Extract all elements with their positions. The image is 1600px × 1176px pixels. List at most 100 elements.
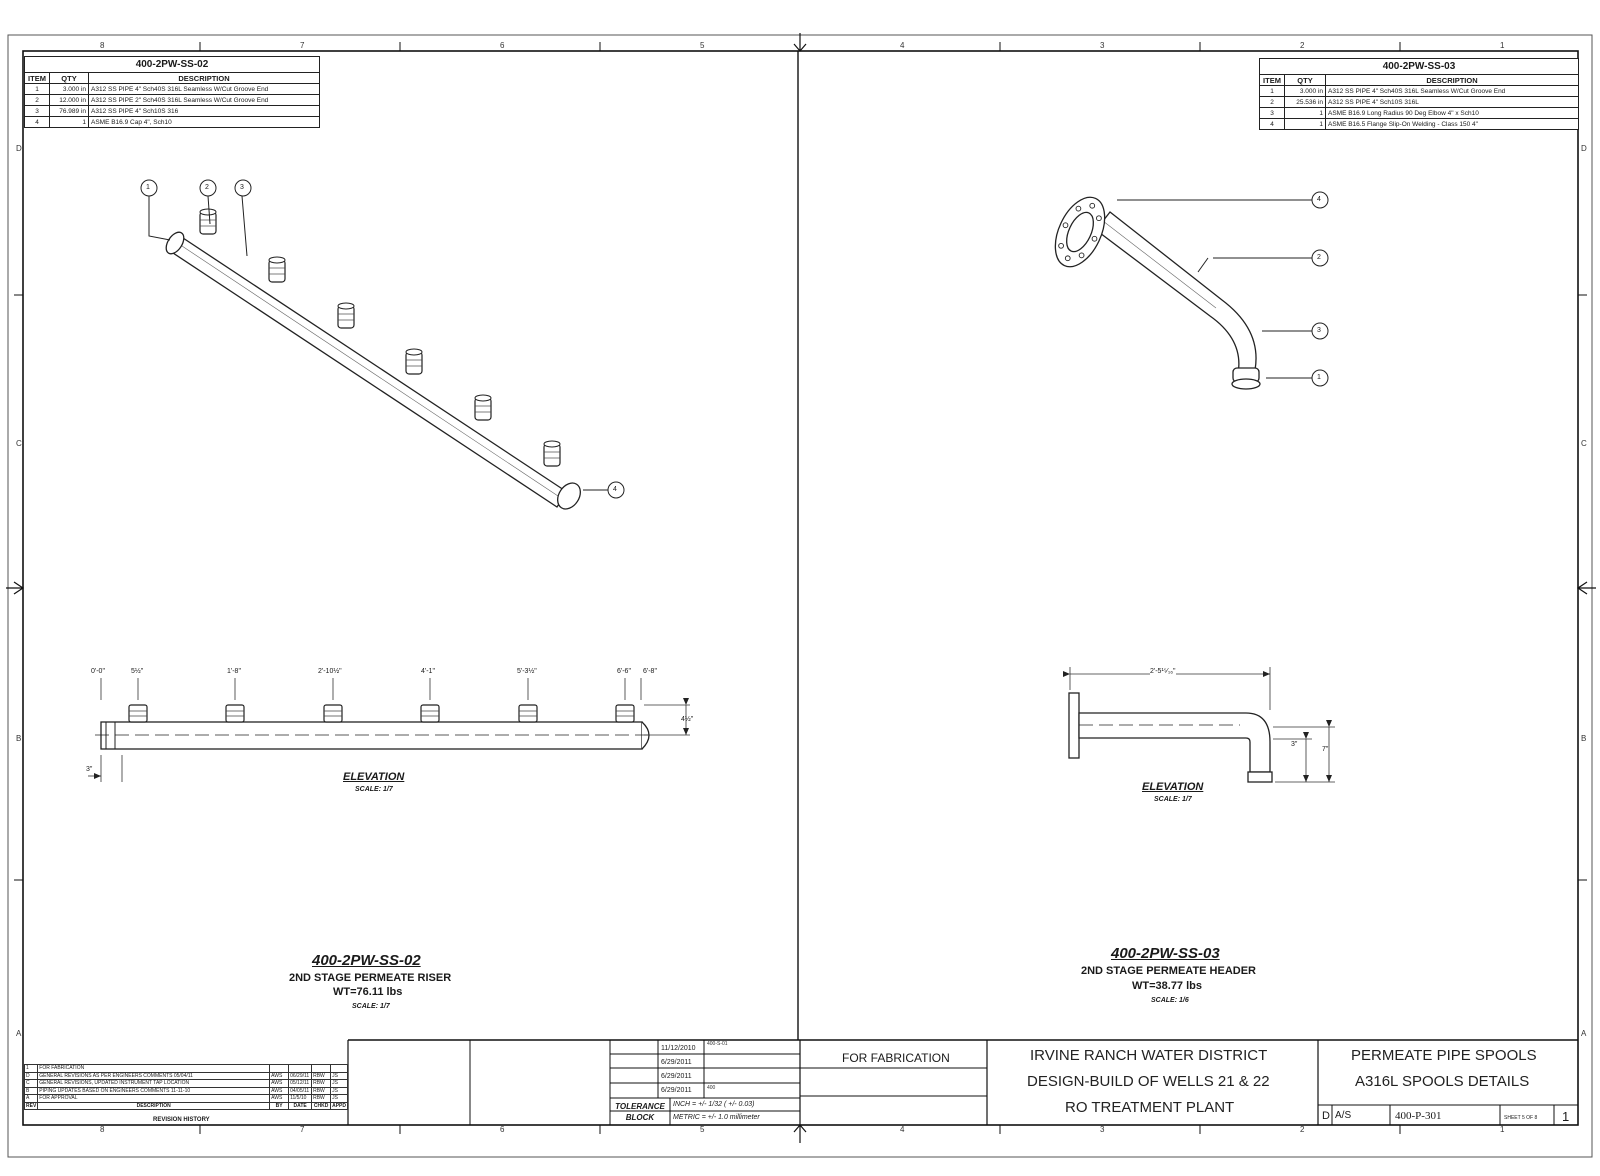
zone-label: 4 xyxy=(900,41,905,50)
zone-label: 7 xyxy=(300,1125,305,1134)
bom-header-qty: QTY xyxy=(49,72,89,84)
elevation-title-left: ELEVATION xyxy=(343,771,405,783)
elevation-scale-right: SCALE: 1/7 xyxy=(1154,796,1192,803)
elevation-header xyxy=(1068,692,1273,783)
sheet-size: D xyxy=(1322,1110,1330,1122)
elevation-dim-label: 1'-8" xyxy=(227,668,241,675)
zone-label: 6 xyxy=(500,1125,505,1134)
rev-appd: JS xyxy=(330,1079,348,1088)
bom-header-description: DESCRIPTION xyxy=(88,72,320,84)
rev-id: 1 xyxy=(23,1064,39,1073)
zone-label: 7 xyxy=(300,41,305,50)
item-balloon xyxy=(140,179,158,197)
rev-date: 11/5/10 xyxy=(288,1094,313,1103)
balloon-number: 1 xyxy=(1317,374,1321,381)
bom-description: A312 SS PIPE 4" Sch10S 316L xyxy=(1325,96,1579,108)
bom-item: 1 xyxy=(24,83,50,95)
bom-description: ASME B16.9 Cap 4", Sch10 xyxy=(88,116,320,128)
project-line-1: IRVINE RANCH WATER DISTRICT xyxy=(1030,1047,1268,1064)
isometric-header xyxy=(1054,196,1261,390)
revision-history-caption: REVISION HISTORY xyxy=(153,1117,210,1123)
balloon-number: 2 xyxy=(1317,254,1321,261)
bom-qty: 1 xyxy=(1284,118,1326,130)
rev-date xyxy=(288,1064,313,1073)
bom-header-item: ITEM xyxy=(1259,74,1285,86)
bom-header-qty: QTY xyxy=(1284,74,1326,86)
tolerance-inch: INCH = +/- 1/32 ( +/- 0.03) xyxy=(673,1101,755,1108)
item-balloon xyxy=(607,481,625,499)
bom-header-item: ITEM xyxy=(24,72,50,84)
dim-b-label: 7" xyxy=(1322,746,1329,753)
bom-description: ASME B16.5 Flange Slip-On Welding - Clas… xyxy=(1325,118,1579,130)
bom-item: 1 xyxy=(1259,85,1285,97)
rev-header-cell: DESCRIPTION xyxy=(37,1101,271,1110)
sheet-count: SHEET 5 OF 8 xyxy=(1504,1115,1538,1121)
elevation-dim-label: 6'-8" xyxy=(643,668,657,675)
bom-item: 4 xyxy=(24,116,50,128)
item-balloon xyxy=(234,179,252,197)
rev-header-cell: REV xyxy=(23,1101,39,1110)
isometric-riser xyxy=(165,208,581,510)
bom-item: 2 xyxy=(24,94,50,106)
bom-title: 400-2PW-SS-03 xyxy=(1259,58,1579,75)
zone-label: 5 xyxy=(700,41,705,50)
zone-label: B xyxy=(1581,734,1587,743)
item-balloon xyxy=(1311,322,1329,340)
rev-description: PIPING UPDATES BASED ON ENGINEERS COMMEN… xyxy=(37,1086,271,1095)
bom-description: A312 SS PIPE 2" Sch40S 316L Seamless W/C… xyxy=(88,94,320,106)
elevation-dim-label: 2'-10½" xyxy=(318,668,342,675)
elevation-scale-left: SCALE: 1/7 xyxy=(355,786,393,793)
zone-label: 2 xyxy=(1300,1125,1305,1134)
zone-label: D xyxy=(1581,144,1587,153)
bom-header-description: DESCRIPTION xyxy=(1325,74,1579,86)
zone-label: D xyxy=(16,144,22,153)
revision-number: 1 xyxy=(1562,1109,1570,1124)
title-block-frame xyxy=(347,1039,1578,1125)
drawing-title-2: A316L SPOOLS DETAILS xyxy=(1355,1073,1530,1090)
spool-id-right: 400-2PW-SS-03 xyxy=(1111,945,1220,962)
zone-label: 1 xyxy=(1500,41,1505,50)
item-balloon xyxy=(1311,369,1329,387)
rev-chkd xyxy=(311,1064,332,1073)
bom-description: ASME B16.9 Long Radius 90 Deg Elbow 4" x… xyxy=(1325,107,1579,119)
elevation-dim-label: 4'-1" xyxy=(421,668,435,675)
bom-qty: 76.989 in xyxy=(49,105,89,117)
spool-name-left: 2ND STAGE PERMEATE RISER xyxy=(289,972,452,984)
end-dim-label: 3" xyxy=(86,766,93,773)
rev-chkd: RBW xyxy=(311,1079,332,1088)
elevation-riser-dims xyxy=(88,678,690,782)
bom-item: 3 xyxy=(1259,107,1285,119)
bom-item: 4 xyxy=(1259,118,1285,130)
rev-description: FOR FABRICATION xyxy=(37,1064,271,1073)
ref-no: 400-S-01 xyxy=(707,1041,728,1047)
title-block-date: 6/29/2011 xyxy=(661,1073,692,1080)
zone-label: 6 xyxy=(500,41,505,50)
elevation-riser xyxy=(95,704,650,750)
tolerance-label: TOLERANCE BLOCK xyxy=(615,1102,665,1122)
bom-title: 400-2PW-SS-02 xyxy=(24,56,320,73)
bom-qty: 25.536 in xyxy=(1284,96,1326,108)
bom-qty: 1 xyxy=(49,116,89,128)
elevation-dim-label: 5'-3½" xyxy=(517,668,537,675)
zone-label: 3 xyxy=(1100,41,1105,50)
bom-description: A312 SS PIPE 4" Sch40S 316L Seamless W/C… xyxy=(88,83,320,95)
title-block-date: 6/29/2011 xyxy=(661,1059,692,1066)
rev-description: GENERAL REVISIONS AS PER ENGINEERS COMME… xyxy=(37,1071,271,1080)
project-line-2: DESIGN-BUILD OF WELLS 21 & 22 xyxy=(1027,1073,1270,1090)
bom-item: 3 xyxy=(24,105,50,117)
bom-qty: 1 xyxy=(1284,107,1326,119)
spool-id-left: 400-2PW-SS-02 xyxy=(312,952,421,969)
rev-header-cell: CHKD xyxy=(311,1101,332,1110)
zone-label: 5 xyxy=(700,1125,705,1134)
title-block-date: 6/29/2011 xyxy=(661,1087,692,1094)
spool-scale-right: SCALE: 1/6 xyxy=(1151,997,1189,1004)
zone-label: 3 xyxy=(1100,1125,1105,1134)
rev-id: A xyxy=(23,1094,39,1103)
